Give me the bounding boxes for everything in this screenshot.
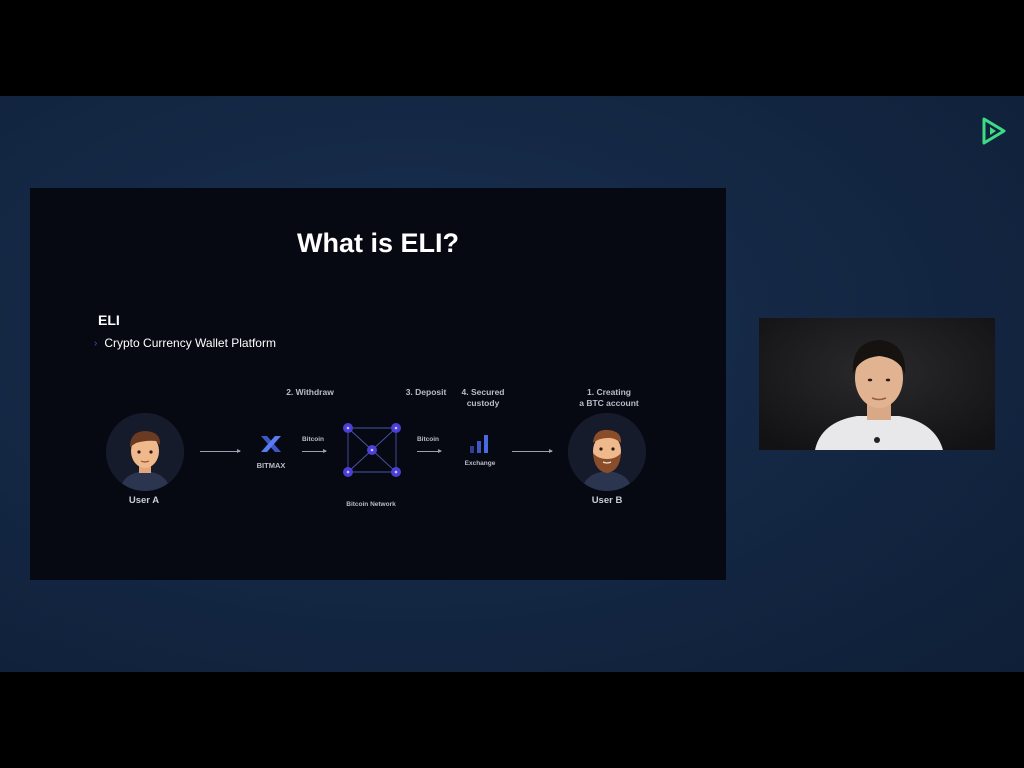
bitcoin-network-icon (343, 423, 401, 477)
user-b-face-icon (568, 413, 646, 491)
step-withdraw-label: 2. Withdraw (286, 387, 334, 397)
user-b-label: User B (591, 495, 623, 506)
bitcoin-label-2: Bitcoin (416, 436, 440, 443)
step-deposit-label: 3. Deposit (405, 387, 447, 397)
play-triangle-icon (982, 117, 1006, 145)
step-secured-line1: 4. Secured (461, 387, 505, 397)
presentation-slide: What is ELI? ELI › Crypto Currency Walle… (30, 188, 726, 580)
slide-title: What is ELI? (297, 228, 459, 258)
user-a-avatar (106, 413, 184, 491)
user-a-label: User A (128, 495, 160, 506)
arrow-exchange-to-user-b (512, 449, 553, 453)
arrow-network-to-exchange (417, 449, 442, 453)
step-secured-custody-label: 4. Secured custody (452, 387, 514, 409)
bitcoin-network-label: Bitcoin Network (346, 501, 396, 508)
step-secured-line2: custody (466, 398, 500, 408)
presenter-image (759, 318, 995, 450)
chevron-right-icon: › (94, 337, 98, 349)
user-a-face-icon (106, 413, 184, 491)
step-creating-label: 1. Creating a BTC account (570, 387, 648, 409)
letterbox-bottom (0, 672, 1024, 768)
step-creating-line2: a BTC account (579, 398, 639, 408)
step-creating-line1: 1. Creating (587, 387, 631, 397)
section-heading: ELI (98, 312, 120, 328)
bullet-text: Crypto Currency Wallet Platform (104, 336, 276, 350)
user-b-avatar (568, 413, 646, 491)
arrow-bitmax-to-network (302, 449, 327, 453)
bar-chart-icon (470, 435, 488, 453)
bullet-item: › Crypto Currency Wallet Platform (94, 336, 276, 350)
presenter-video (759, 318, 995, 450)
video-stage: What is ELI? ELI › Crypto Currency Walle… (0, 96, 1024, 672)
arrow-user-a-to-bitmax (200, 449, 241, 453)
bitcoin-label-1: Bitcoin (301, 436, 325, 443)
bitmax-label: BITMAX (256, 461, 286, 470)
bitmax-x-icon (261, 436, 281, 452)
exchange-label: Exchange (464, 460, 496, 467)
letterbox-top (0, 0, 1024, 96)
